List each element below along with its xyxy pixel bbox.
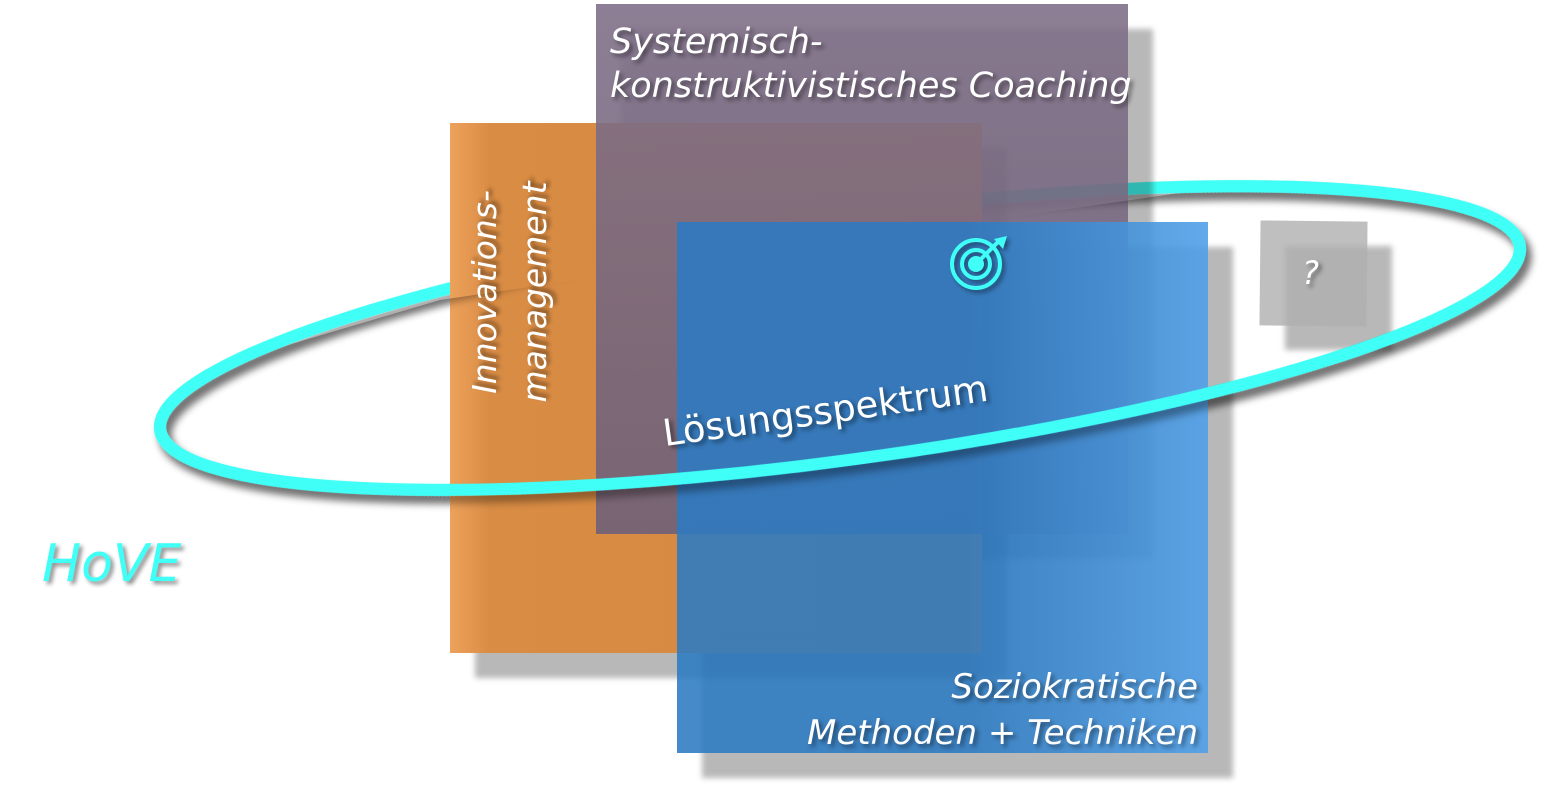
hove-brand: HoVE [42, 534, 182, 594]
innovation-title: Innovations- management [460, 122, 560, 462]
coaching-title: Systemisch- konstruktivistisches Coachin… [610, 20, 1132, 108]
sociocratic-title-line2: Methoden + Techniken [807, 713, 1198, 753]
innovation-title-line1: Innovations- [465, 190, 504, 394]
coaching-title-line2: konstruktivistisches Coaching [610, 66, 1132, 106]
sociocratic-title-line1: Soziokratische [951, 667, 1198, 707]
target-icon [950, 236, 1007, 290]
unknown-label: ? [1302, 254, 1319, 292]
coaching-title-line1: Systemisch- [610, 22, 823, 62]
sociocratic-title: Soziokratische Methoden + Techniken [807, 664, 1198, 756]
sociocratic-box [677, 222, 1208, 753]
innovation-title-line2: management [515, 181, 554, 403]
